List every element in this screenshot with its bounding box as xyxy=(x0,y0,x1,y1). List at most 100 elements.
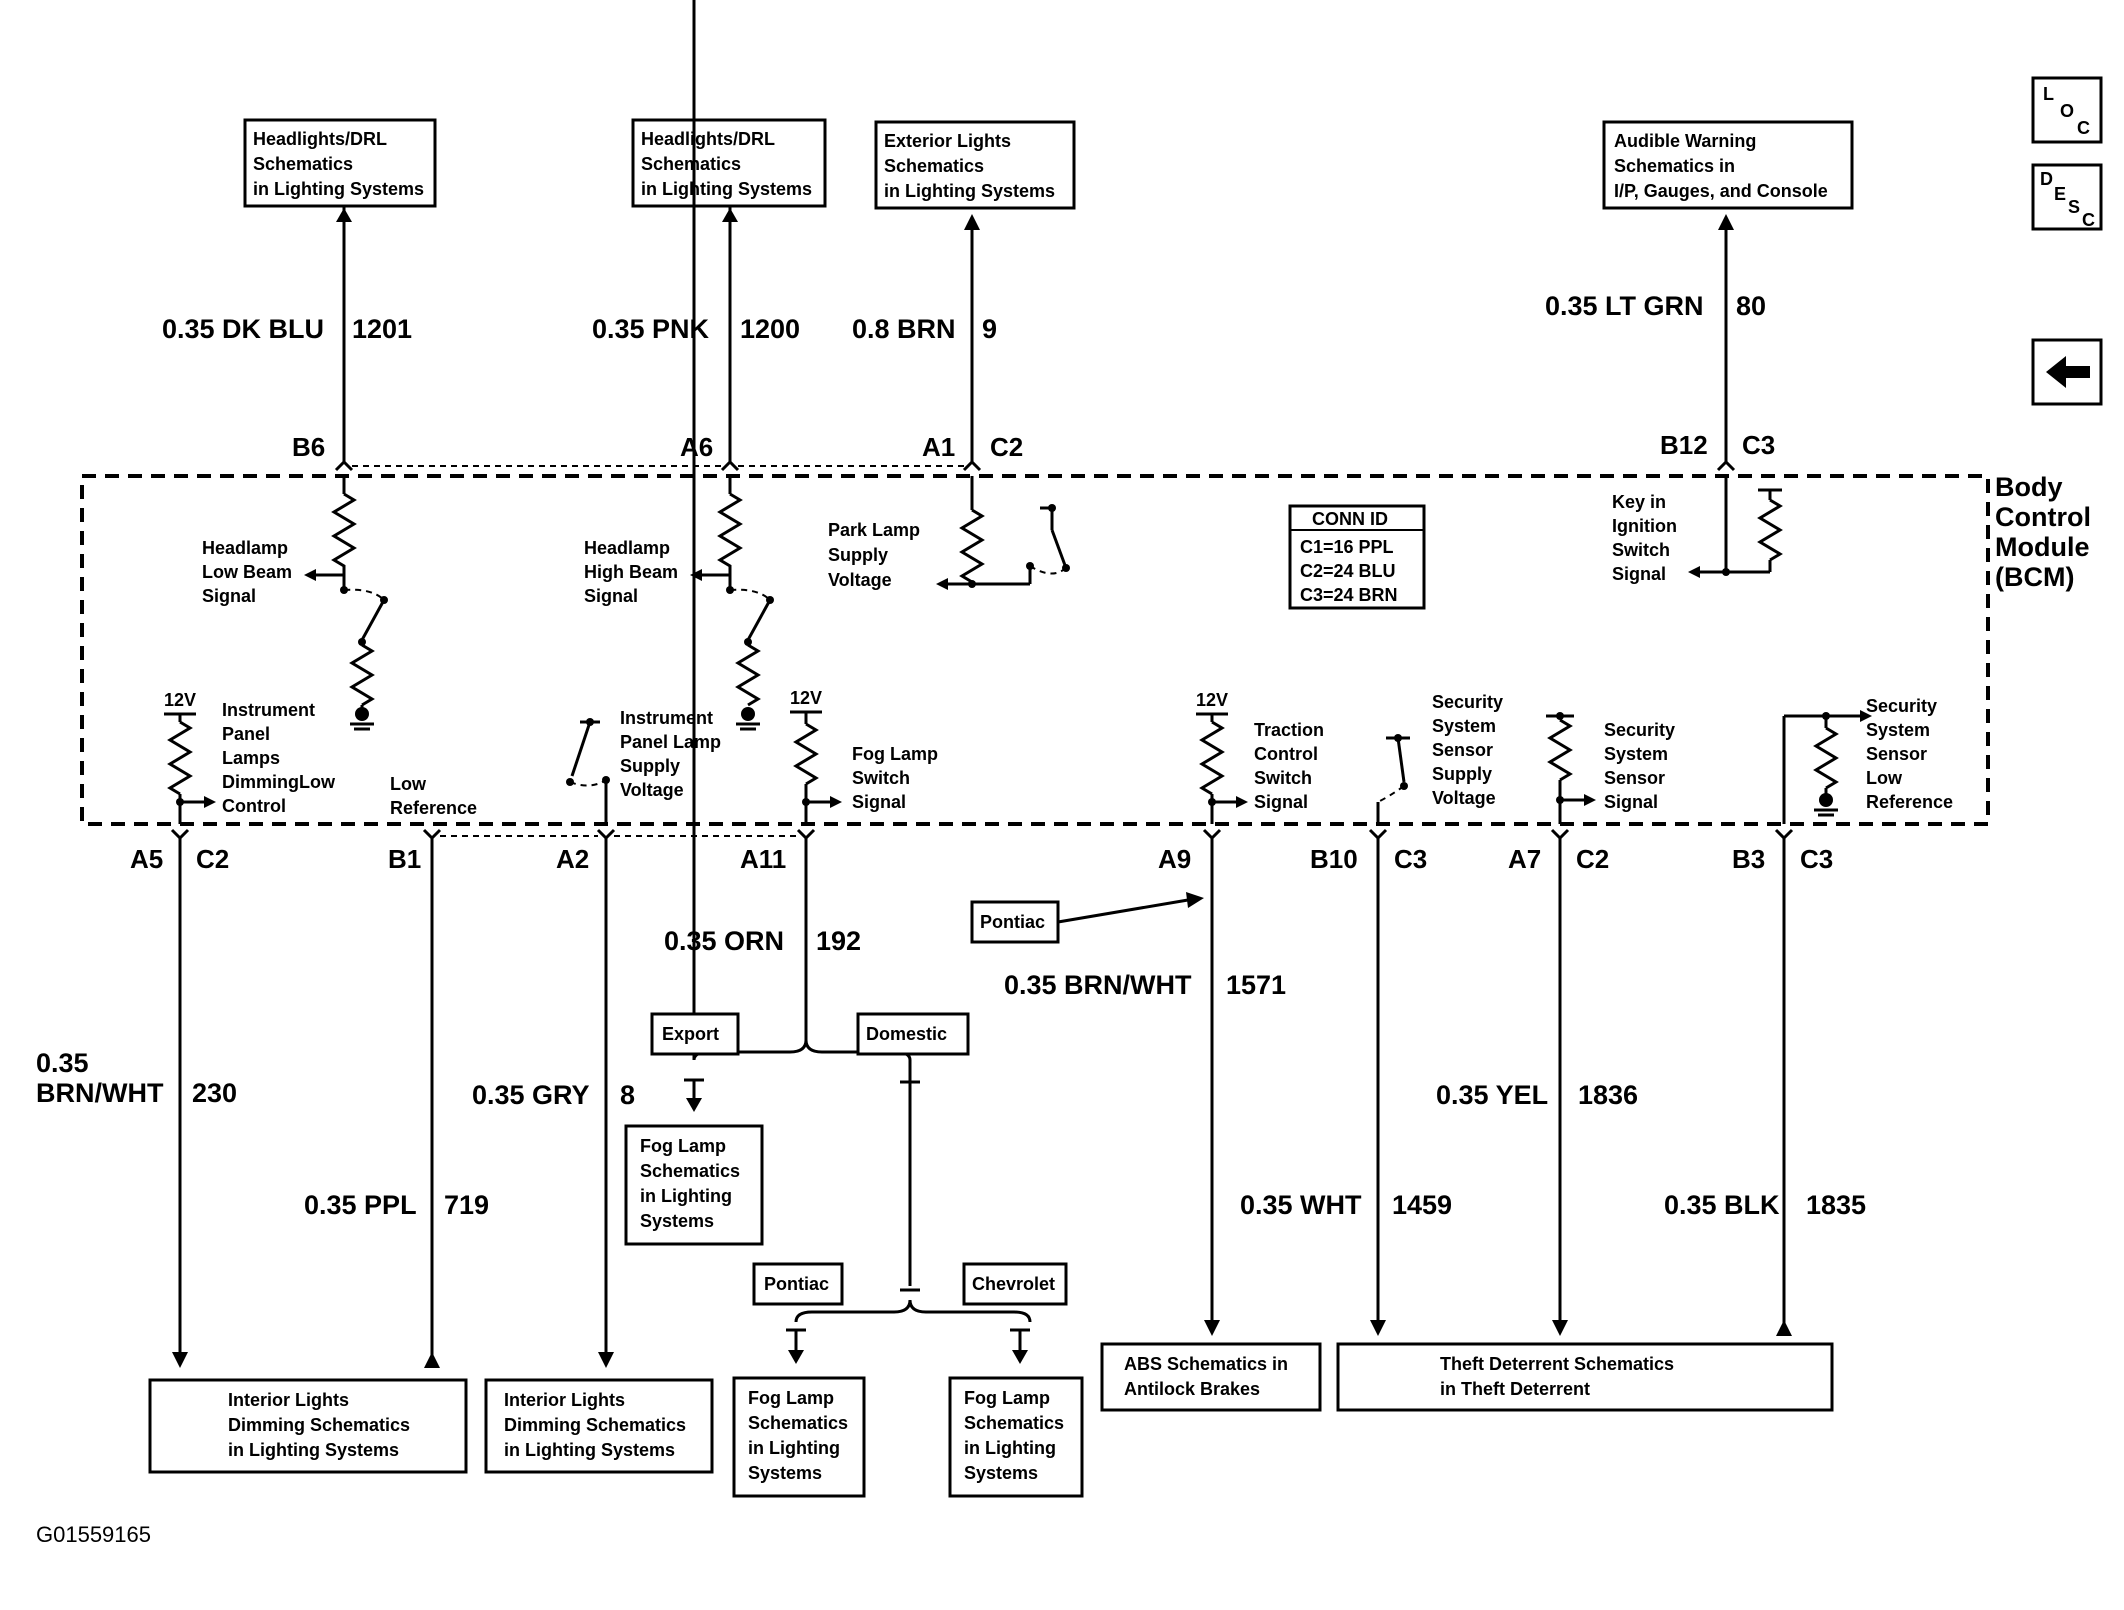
svg-text:Systems: Systems xyxy=(640,1211,714,1231)
svg-text:Domestic: Domestic xyxy=(866,1024,947,1044)
svg-text:Instrument: Instrument xyxy=(222,700,315,720)
svg-text:Interior Lights: Interior Lights xyxy=(504,1390,625,1410)
top-wire-1200: 0.35 PNK 1200 A6 xyxy=(592,206,800,462)
svg-text:(BCM): (BCM) xyxy=(1995,562,2074,592)
top-box-audible-warning: Audible Warning Schematics in I/P, Gauge… xyxy=(1602,120,1854,210)
svg-text:Export: Export xyxy=(662,1024,719,1044)
svg-text:C3: C3 xyxy=(1394,844,1427,874)
internal-key-ignition: Key in Ignition Switch Signal xyxy=(1612,476,1783,584)
top-wire-1201: 0.35 DK BLU 1201 B6 xyxy=(162,206,412,462)
svg-text:8: 8 xyxy=(620,1080,635,1110)
svg-text:CONN ID: CONN ID xyxy=(1312,509,1388,529)
svg-text:High Beam: High Beam xyxy=(584,562,678,582)
internal-traction: 12V Traction Control Switch Signal xyxy=(1196,690,1324,824)
svg-text:System: System xyxy=(1604,744,1668,764)
svg-text:B10: B10 xyxy=(1310,844,1358,874)
svg-text:Schematics: Schematics xyxy=(253,154,353,174)
svg-text:Instrument: Instrument xyxy=(620,708,713,728)
export-tag: Export xyxy=(650,1012,740,1056)
svg-text:C: C xyxy=(2077,118,2090,138)
svg-text:Panel: Panel xyxy=(222,724,270,744)
svg-text:Schematics: Schematics xyxy=(884,156,984,176)
svg-text:Fog Lamp: Fog Lamp xyxy=(748,1388,834,1408)
svg-text:in Lighting Systems: in Lighting Systems xyxy=(884,181,1055,201)
svg-text:C2=24 BLU: C2=24 BLU xyxy=(1300,561,1396,581)
svg-text:Low: Low xyxy=(390,774,427,794)
svg-text:Lamps: Lamps xyxy=(222,748,280,768)
svg-text:Control: Control xyxy=(222,796,286,816)
svg-text:C2: C2 xyxy=(990,432,1023,462)
top-box-headlights-low: Headlights/DRL Schematics in Lighting Sy… xyxy=(243,118,437,208)
svg-text:Schematics: Schematics xyxy=(641,154,741,174)
svg-text:Signal: Signal xyxy=(202,586,256,606)
bottom-box-interior-2: Interior Lights Dimming Schematics in Li… xyxy=(484,1378,714,1474)
top-wire-9: 0.8 BRN 9 A1 C2 xyxy=(852,214,1023,462)
svg-text:L: L xyxy=(2043,84,2054,104)
svg-text:Security: Security xyxy=(1432,692,1503,712)
svg-text:0.35 BRN/WHT: 0.35 BRN/WHT xyxy=(1004,970,1192,1000)
svg-text:C: C xyxy=(2082,210,2095,230)
svg-text:0.35: 0.35 xyxy=(36,1048,89,1078)
svg-text:B1: B1 xyxy=(388,844,421,874)
svg-text:Voltage: Voltage xyxy=(1432,788,1496,808)
svg-text:Headlights/DRL: Headlights/DRL xyxy=(253,129,387,149)
back-button[interactable] xyxy=(2031,338,2103,406)
domestic-tag: Domestic xyxy=(856,1012,970,1056)
svg-text:230: 230 xyxy=(192,1078,237,1108)
svg-text:in Lighting: in Lighting xyxy=(640,1186,732,1206)
svg-text:Key in: Key in xyxy=(1612,492,1666,512)
svg-text:12V: 12V xyxy=(164,690,196,710)
svg-text:Low Beam: Low Beam xyxy=(202,562,292,582)
loc-button[interactable]: L O C xyxy=(2031,76,2103,144)
svg-text:System: System xyxy=(1866,720,1930,740)
bottom-box-abs: ABS Schematics in Antilock Brakes xyxy=(1100,1342,1322,1412)
desc-button[interactable]: D E S C xyxy=(2031,163,2103,231)
svg-text:Dimming Schematics: Dimming Schematics xyxy=(504,1415,686,1435)
svg-text:Systems: Systems xyxy=(748,1463,822,1483)
svg-text:0.35 GRY: 0.35 GRY xyxy=(472,1080,590,1110)
svg-text:A2: A2 xyxy=(556,844,589,874)
svg-text:A6: A6 xyxy=(680,432,713,462)
svg-text:C3: C3 xyxy=(1742,430,1775,460)
svg-text:Sensor: Sensor xyxy=(1866,744,1927,764)
svg-text:Panel Lamp: Panel Lamp xyxy=(620,732,721,752)
svg-text:Schematics: Schematics xyxy=(964,1413,1064,1433)
pontiac-tag: Pontiac xyxy=(752,1262,844,1306)
svg-text:in Lighting Systems: in Lighting Systems xyxy=(641,179,812,199)
svg-text:0.35 ORN: 0.35 ORN xyxy=(664,926,784,956)
svg-text:Voltage: Voltage xyxy=(620,780,684,800)
svg-text:192: 192 xyxy=(816,926,861,956)
svg-text:B3: B3 xyxy=(1732,844,1765,874)
svg-text:0.35 BLK: 0.35 BLK xyxy=(1664,1190,1780,1220)
svg-text:in Lighting: in Lighting xyxy=(748,1438,840,1458)
svg-text:Schematics in: Schematics in xyxy=(1614,156,1735,176)
svg-text:Headlights/DRL: Headlights/DRL xyxy=(641,129,775,149)
svg-text:ABS Schematics in: ABS Schematics in xyxy=(1124,1354,1288,1374)
bottom-box-fog-export: Fog Lamp Schematics in Lighting Systems xyxy=(624,1124,764,1246)
svg-text:Traction: Traction xyxy=(1254,720,1324,740)
svg-text:1201: 1201 xyxy=(352,314,412,344)
svg-text:in Theft Deterrent: in Theft Deterrent xyxy=(1440,1379,1590,1399)
internal-ip-dimming: 12V Instrument Panel Lamps DimmingLow Co… xyxy=(164,690,336,824)
internal-security-supply: Security System Sensor Supply Voltage xyxy=(1376,692,1503,824)
svg-text:A1: A1 xyxy=(922,432,955,462)
svg-text:Schematics: Schematics xyxy=(748,1413,848,1433)
svg-text:Exterior Lights: Exterior Lights xyxy=(884,131,1011,151)
svg-text:in Lighting Systems: in Lighting Systems xyxy=(253,179,424,199)
svg-text:0.35 LT GRN: 0.35 LT GRN xyxy=(1545,291,1704,321)
internal-security-signal: Security System Sensor Signal xyxy=(1546,712,1675,824)
svg-text:1200: 1200 xyxy=(740,314,800,344)
svg-text:S: S xyxy=(2068,197,2080,217)
svg-text:1835: 1835 xyxy=(1806,1190,1866,1220)
svg-text:Signal: Signal xyxy=(1604,792,1658,812)
svg-text:Interior Lights: Interior Lights xyxy=(228,1390,349,1410)
svg-text:Headlamp: Headlamp xyxy=(202,538,288,558)
back-arrow-icon xyxy=(2046,356,2090,388)
svg-text:O: O xyxy=(2060,101,2074,121)
svg-text:A7: A7 xyxy=(1508,844,1541,874)
svg-text:in Lighting: in Lighting xyxy=(964,1438,1056,1458)
svg-text:0.35 PNK: 0.35 PNK xyxy=(592,314,710,344)
svg-text:0.35 YEL: 0.35 YEL xyxy=(1436,1080,1548,1110)
bcm-module: Body Control Module (BCM) xyxy=(80,472,2091,826)
svg-text:Park Lamp: Park Lamp xyxy=(828,520,920,540)
